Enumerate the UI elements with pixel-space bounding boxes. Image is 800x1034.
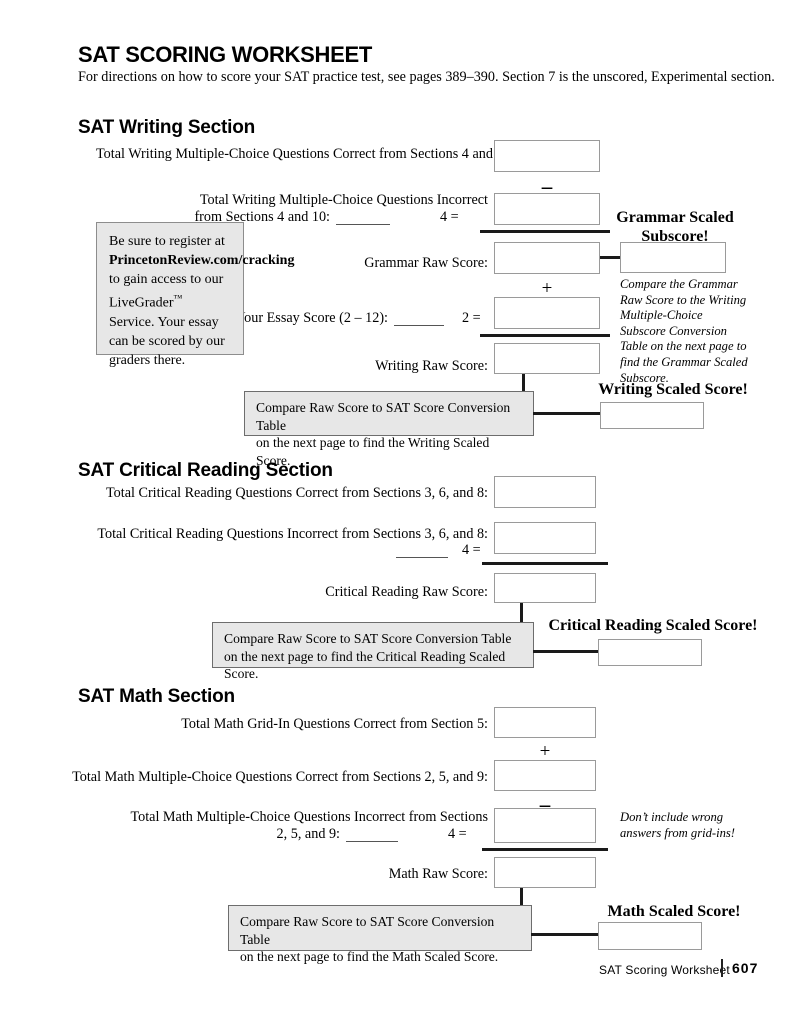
livegrader-note-text2: to gain access to our LiveGrader <box>109 272 224 311</box>
math-gridin-label: Total Math Grid-In Questions Correct fro… <box>181 716 488 732</box>
cr-incorrect-label: Total Critical Reading Questions Incorre… <box>97 526 488 542</box>
grammar-scaled-callout-line2: Subscore! <box>641 228 709 245</box>
math-mc-correct-label: Total Math Multiple-Choice Questions Cor… <box>72 769 488 785</box>
writing-incorrect-box[interactable] <box>494 193 600 225</box>
writing-raw-connector <box>522 374 525 394</box>
writing-correct-label: Total Writing Multiple-Choice Questions … <box>96 146 515 162</box>
livegrader-note-bold2: cracking <box>242 253 295 268</box>
essay-divisor-label: 2 = <box>462 310 481 326</box>
essay-score-blank-input[interactable] <box>394 325 444 326</box>
writing-incorrect-label-line1: Total Writing Multiple-Choice Questions … <box>199 192 488 208</box>
grammar-raw-label: Grammar Raw Score: <box>364 255 488 271</box>
cr-incorrect-blank-input[interactable] <box>396 557 448 558</box>
section-heading-math: SAT Math Section <box>78 686 235 707</box>
math-minus-operator: – <box>539 792 551 816</box>
writing-minus-operator: – <box>541 174 553 198</box>
cr-correct-box[interactable] <box>494 476 596 508</box>
cr-instruction-box: Compare Raw Score to SAT Score Conversio… <box>212 622 534 681</box>
cr-incorrect-box[interactable] <box>494 522 596 554</box>
math-divisor-label: 4 = <box>448 826 467 842</box>
essay-quotient-box[interactable] <box>494 297 600 329</box>
cr-subtraction-rule <box>482 562 608 565</box>
cr-instruction-line2: on the next page to find the Critical Re… <box>224 648 506 682</box>
writing-incorrect-blank-input[interactable] <box>336 224 390 225</box>
cr-divisor-label: 4 = <box>462 542 481 558</box>
math-instruction-line1: Compare Raw Score to SAT Score Conversio… <box>240 914 495 947</box>
math-subtraction-rule <box>482 848 608 851</box>
footer-label: SAT Scoring Worksheet <box>599 963 730 977</box>
math-scaled-box[interactable] <box>598 922 702 950</box>
writing-addition-rule <box>480 334 610 337</box>
writing-raw-label: Writing Raw Score: <box>375 358 488 374</box>
livegrader-note-bold1: PrincetonReview.com/ <box>109 253 243 268</box>
writing-plus-operator: + <box>541 278 553 299</box>
math-gridin-box[interactable] <box>494 707 596 738</box>
livegrader-note-text1: Be sure to register at <box>109 234 225 249</box>
writing-scaled-box[interactable] <box>600 402 704 429</box>
grammar-scaled-box[interactable] <box>620 242 726 273</box>
cr-raw-label: Critical Reading Raw Score: <box>325 584 488 600</box>
writing-instruction-box: Compare Raw Score to SAT Score Conversio… <box>244 391 534 468</box>
writing-subtraction-rule <box>480 230 610 233</box>
math-instruction-box: Compare Raw Score to SAT Score Conversio… <box>228 905 532 964</box>
writing-instruction-line1: Compare Raw Score to SAT Score Conversio… <box>256 400 511 433</box>
writing-scaled-connector <box>533 412 603 415</box>
cr-correct-label: Total Critical Reading Questions Correct… <box>106 485 488 501</box>
math-scaled-connector <box>531 933 601 936</box>
math-instruction-line2: on the next page to find the Math Scaled… <box>240 949 499 964</box>
cr-instruction-line1: Compare Raw Score to SAT Score Conversio… <box>224 631 512 646</box>
grammar-raw-box[interactable] <box>494 242 600 274</box>
grammar-scaled-connector <box>600 256 626 259</box>
cr-scaled-callout: Critical Reading Scaled Score! <box>548 617 758 634</box>
math-raw-label: Math Raw Score: <box>388 866 488 882</box>
math-raw-box[interactable] <box>494 857 596 888</box>
writing-scaled-callout: Writing Scaled Score! <box>598 381 748 398</box>
cr-scaled-connector <box>533 650 603 653</box>
livegrader-note-text3: Service. Your essay can be scored by our… <box>109 314 225 368</box>
grammar-scaled-note: Compare the Grammar Raw Score to the Wri… <box>620 277 748 385</box>
writing-correct-box[interactable] <box>494 140 600 172</box>
math-gridin-note-line1: Don’t include wrong <box>620 810 724 824</box>
trademark-icon: ™ <box>173 293 183 303</box>
math-gridin-note-line2: answers from grid-ins! <box>620 825 735 840</box>
math-scaled-callout: Math Scaled Score! <box>607 903 741 920</box>
math-gridin-warning-note: Don’t include wrong answers from grid-in… <box>620 810 770 841</box>
grammar-scaled-callout-line1: Grammar Scaled <box>616 209 734 226</box>
writing-divisor-label: 4 = <box>440 209 459 225</box>
writing-raw-box[interactable] <box>494 343 600 374</box>
page-title: SAT SCORING WORKSHEET <box>78 42 372 67</box>
footer-page-number: 607 <box>732 960 759 976</box>
writing-instruction-line2: on the next page to find the Writing Sca… <box>256 435 490 468</box>
section-heading-writing: SAT Writing Section <box>78 117 256 138</box>
essay-score-label: Your Essay Score (2 – 12): <box>235 310 388 326</box>
math-raw-connector <box>520 888 523 908</box>
math-incorrect-blank-input[interactable] <box>346 841 398 842</box>
section-heading-critical-reading: SAT Critical Reading Section <box>78 460 333 481</box>
math-plus-operator: + <box>539 741 551 762</box>
cr-raw-box[interactable] <box>494 573 596 603</box>
math-mc-incorrect-label-line1: Total Math Multiple-Choice Questions Inc… <box>130 809 488 825</box>
page-subtitle: For directions on how to score your SAT … <box>78 69 775 85</box>
livegrader-note-box: Be sure to register at PrincetonReview.c… <box>96 222 294 368</box>
math-mc-incorrect-box[interactable] <box>494 808 596 843</box>
cr-scaled-box[interactable] <box>598 639 702 666</box>
cr-raw-connector <box>520 603 523 625</box>
math-mc-incorrect-label-line2: 2, 5, and 9: <box>276 826 340 842</box>
writing-incorrect-label-line2: from Sections 4 and 10: <box>194 209 330 225</box>
footer-divider <box>721 959 723 977</box>
math-mc-correct-box[interactable] <box>494 760 596 791</box>
